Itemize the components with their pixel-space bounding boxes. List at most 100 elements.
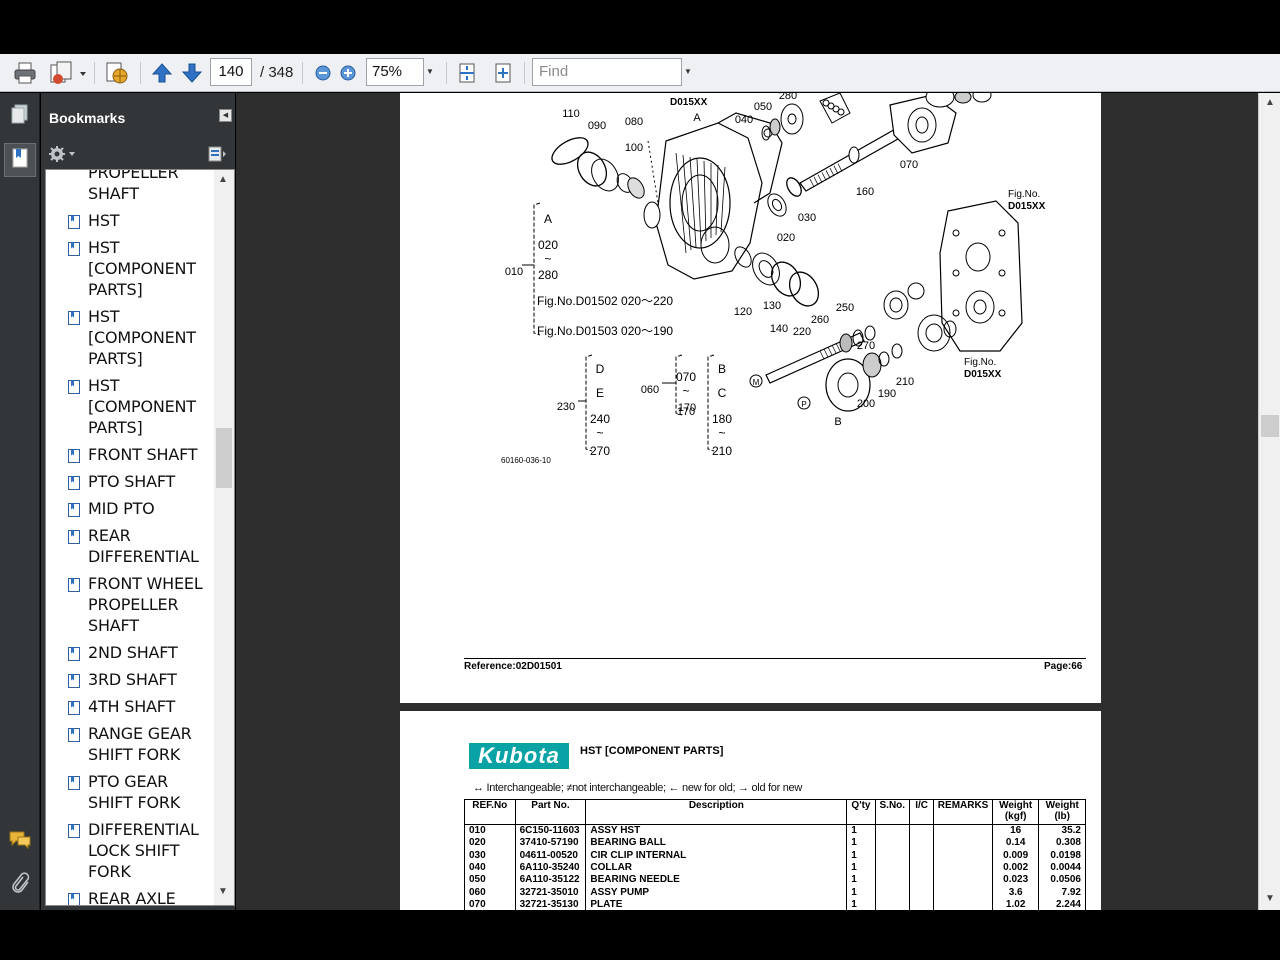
diagram-label: 270: [857, 340, 875, 352]
diagram-shape: [817, 174, 823, 183]
diagram-shape: [819, 350, 825, 360]
zoom-level-input[interactable]: 75%: [366, 58, 424, 86]
find-dropdown-arrow[interactable]: ▼: [684, 67, 692, 76]
scroll-down-arrow[interactable]: ▼: [1265, 893, 1275, 904]
print-button[interactable]: [10, 60, 40, 86]
attachments-panel-button[interactable]: [4, 868, 36, 902]
bookmark-item[interactable]: RANGE GEAR SHIFT FORK: [46, 723, 214, 765]
zoom-dropdown-arrow[interactable]: ▼: [426, 67, 434, 76]
zoom-out-button[interactable]: [312, 60, 334, 86]
bookmark-item[interactable]: PTO SHAFT: [46, 471, 214, 492]
diagram-label: 070: [676, 370, 696, 384]
collaborate-button[interactable]: [102, 60, 132, 86]
bookmark-page-icon: [68, 672, 80, 688]
table-cell: [933, 824, 993, 837]
find-input[interactable]: Find: [532, 58, 682, 86]
bookmark-item[interactable]: DIFFERENTIAL LOCK SHIFT FORK: [46, 819, 214, 882]
table-cell: [908, 849, 935, 862]
bookmark-item[interactable]: PROPELLER SHAFT: [46, 170, 214, 204]
diagram-shape: [998, 309, 1006, 317]
bookmark-item[interactable]: FRONT WHEEL PROPELLER SHAFT: [46, 573, 214, 636]
table-cell: 1: [846, 886, 876, 899]
scroll-up-arrow[interactable]: ▲: [218, 174, 228, 185]
bookmark-page-icon: [68, 774, 80, 790]
bookmark-item[interactable]: FRONT SHAFT: [46, 444, 214, 465]
diagram-shape: [915, 116, 929, 134]
bookmarks-panel-button[interactable]: [4, 143, 36, 177]
scrollbar-thumb[interactable]: [1261, 415, 1279, 437]
bookmark-item[interactable]: HST [COMPONENT PARTS]: [46, 237, 214, 300]
bookmark-label: REAR DIFFERENTIAL: [88, 526, 199, 566]
table-cell: 32721-35130: [514, 898, 587, 910]
diagram-label: 090: [588, 120, 606, 132]
diagram-label: ~: [544, 252, 551, 266]
diagram-label: Fig.No.D01502 020～220: [537, 294, 673, 308]
diagram-label: ~: [718, 426, 725, 440]
bookmark-scrollbar[interactable]: ▲ ▼: [214, 170, 234, 905]
bookmark-item[interactable]: REAR DIFFERENTIAL: [46, 525, 214, 567]
bookmark-item[interactable]: MID PTO: [46, 498, 214, 519]
create-pdf-button[interactable]: [46, 60, 88, 86]
zoom-in-button[interactable]: [337, 60, 359, 86]
diagram-shape: [862, 352, 882, 378]
diagram-label: 240: [590, 412, 610, 426]
diagram-shape: [734, 246, 752, 268]
bookmark-item[interactable]: 4TH SHAFT: [46, 696, 214, 717]
pages-panel-button[interactable]: [4, 99, 36, 133]
table-cell: 020: [464, 837, 516, 850]
bookmark-item[interactable]: PTO GEAR SHIFT FORK: [46, 771, 214, 813]
document-scrollbar[interactable]: ▲ ▼: [1258, 93, 1280, 910]
bookmark-add-icon: [205, 146, 231, 167]
diagram-shape: [752, 252, 780, 286]
table-cell: [874, 886, 910, 899]
bookmark-label: HST: [88, 211, 120, 230]
diagram-label: 60160-036-10: [501, 456, 551, 465]
collapse-panel-button[interactable]: ◀: [219, 109, 232, 122]
table-cell: [933, 861, 993, 875]
diagram-label: 220: [793, 326, 811, 338]
bookmark-label: 4TH SHAFT: [88, 697, 176, 716]
comments-panel-button[interactable]: [4, 825, 36, 859]
diagram-shape: [703, 160, 707, 242]
bookmark-item[interactable]: HST: [46, 210, 214, 231]
diagram-label: 010: [505, 266, 523, 278]
table-cell: 0.0506: [1038, 874, 1086, 887]
diagram-label: C: [718, 386, 727, 400]
diagram-label: 200: [857, 398, 875, 410]
bookmark-label: HST [COMPONENT PARTS]: [88, 238, 196, 299]
bookmark-item[interactable]: HST [COMPONENT PARTS]: [46, 306, 214, 369]
table-cell: 6C150-11603: [514, 824, 587, 837]
diagram-shape: [767, 193, 787, 217]
diagram-shape: [682, 154, 692, 251]
next-page-button[interactable]: [178, 60, 206, 86]
previous-page-button[interactable]: [148, 60, 176, 86]
separator: [524, 62, 525, 84]
diagram-shape: [813, 176, 819, 185]
bookmark-item[interactable]: 3RD SHAFT: [46, 669, 214, 690]
diagram-shape: [878, 351, 890, 367]
scroll-down-arrow[interactable]: ▼: [218, 886, 228, 897]
diagram-label: ~: [682, 384, 689, 398]
diagram-shape: [835, 342, 841, 352]
diagram-shape: [907, 107, 937, 143]
table-cell: 1: [846, 874, 876, 887]
diagram-shape: [917, 314, 951, 352]
bookmark-item[interactable]: HST [COMPONENT PARTS]: [46, 375, 214, 438]
diagram-shape: [848, 146, 860, 164]
diagram-shape: [891, 343, 903, 359]
diagram-shape: [689, 156, 697, 248]
page-total-label: / 348: [260, 64, 294, 81]
expand-bookmark-button[interactable]: [205, 145, 231, 163]
scroll-up-arrow[interactable]: ▲: [1265, 97, 1275, 108]
bookmark-item[interactable]: 2ND SHAFT: [46, 642, 214, 663]
scrollbar-thumb[interactable]: [216, 428, 232, 488]
bookmark-item[interactable]: REAR AXLE: [46, 888, 214, 905]
table-cell: CIR CLIP INTERNAL: [585, 849, 848, 862]
fit-width-button[interactable]: [490, 60, 516, 86]
page-number-input[interactable]: 140: [210, 58, 252, 86]
options-menu-button[interactable]: [47, 145, 77, 163]
fit-page-button[interactable]: [454, 60, 480, 86]
